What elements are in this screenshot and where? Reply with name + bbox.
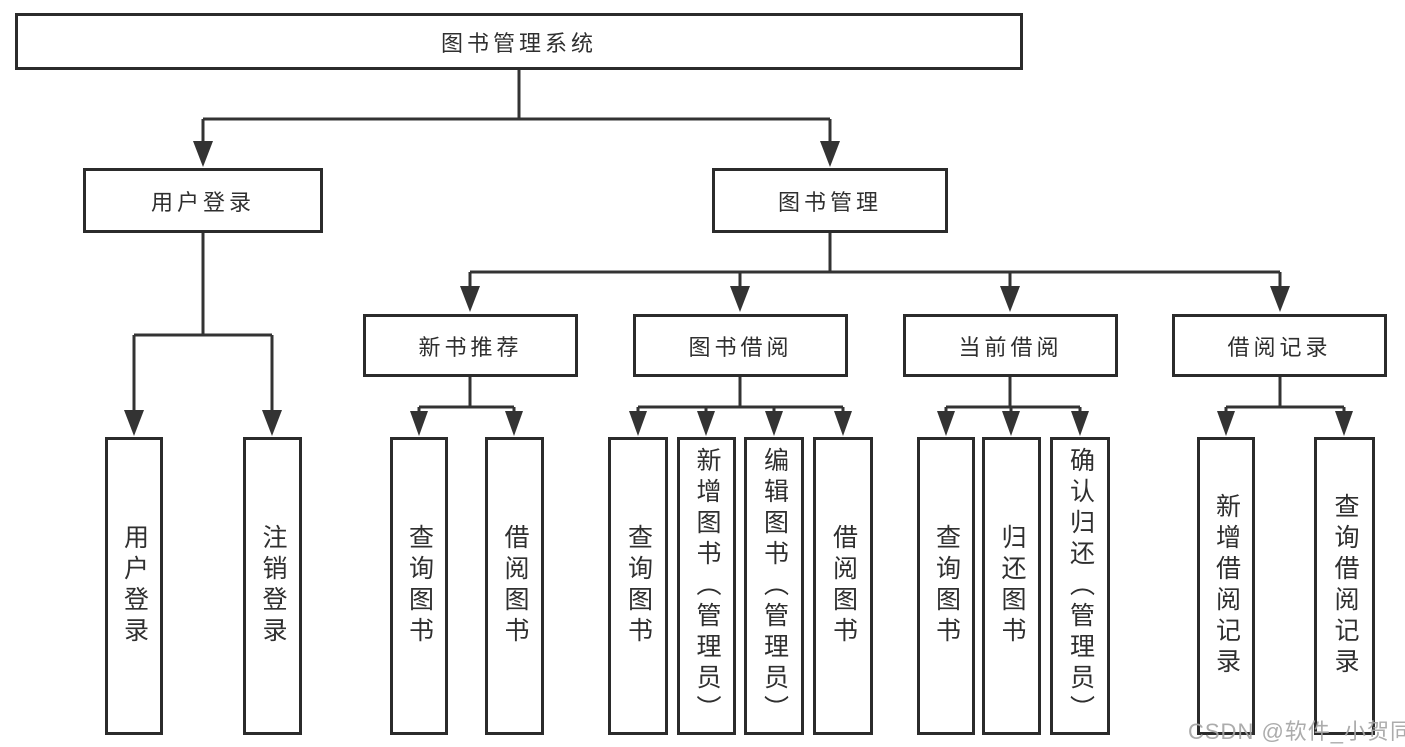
leaf-user-login: 用户登录	[105, 437, 163, 735]
arrowhead	[820, 141, 840, 167]
node-book-management: 图书管理	[712, 168, 948, 233]
arrowhead	[937, 411, 955, 436]
node-user-login: 用户登录	[83, 168, 323, 233]
node-new-book-recommendation: 新书推荐	[363, 314, 578, 377]
arrowhead	[629, 411, 647, 436]
connector-user-login	[132, 233, 274, 413]
leaf-borrowing-query-books: 查询图书	[608, 437, 668, 735]
arrowhead	[1071, 411, 1089, 436]
leaf-current-return-books: 归还图书	[982, 437, 1041, 735]
connector-current-borrowing	[944, 377, 1082, 413]
arrowhead	[765, 411, 783, 436]
arrowhead	[410, 411, 428, 436]
connector-book-borrowing	[636, 377, 845, 413]
watermark: CSDN @软件_小贺同学	[1188, 719, 1405, 744]
arrowhead	[460, 286, 480, 312]
leaf-current-confirm-return-admin: 确认归还（管理员）	[1050, 437, 1110, 735]
arrowhead	[193, 141, 213, 167]
arrowhead	[697, 411, 715, 436]
leaf-recommend-borrow-books: 借阅图书	[485, 437, 544, 735]
leaf-records-add-borrow-record: 新增借阅记录	[1197, 437, 1255, 735]
leaf-borrowing-add-books-admin: 新增图书（管理员）	[677, 437, 736, 735]
connector-root	[201, 70, 832, 143]
arrowheads	[124, 141, 1353, 436]
leaf-borrowing-edit-books-admin: 编辑图书（管理员）	[744, 437, 804, 735]
node-book-borrowing: 图书借阅	[633, 314, 848, 377]
arrowhead	[1000, 286, 1020, 312]
arrowhead	[1217, 411, 1235, 436]
node-library-management-system: 图书管理系统	[15, 13, 1023, 70]
arrowhead	[834, 411, 852, 436]
leaf-borrowing-borrow-books: 借阅图书	[813, 437, 873, 735]
leaf-records-query-borrow-record: 查询借阅记录	[1314, 437, 1375, 735]
leaf-logout: 注销登录	[243, 437, 302, 735]
arrowhead	[1335, 411, 1353, 436]
connector-new-book-recommendation	[417, 377, 516, 413]
arrowhead	[124, 410, 144, 436]
node-borrowing-records: 借阅记录	[1172, 314, 1387, 377]
leaf-current-query-books: 查询图书	[917, 437, 975, 735]
arrowhead	[505, 411, 523, 436]
arrowhead	[1002, 411, 1020, 436]
arrowhead	[262, 410, 282, 436]
arrowhead	[730, 286, 750, 312]
arrowhead	[1270, 286, 1290, 312]
node-current-borrowing: 当前借阅	[903, 314, 1118, 377]
connector-borrowing-records	[1224, 377, 1346, 413]
connector-book-management	[468, 233, 1282, 289]
leaf-recommend-query-books: 查询图书	[390, 437, 448, 735]
